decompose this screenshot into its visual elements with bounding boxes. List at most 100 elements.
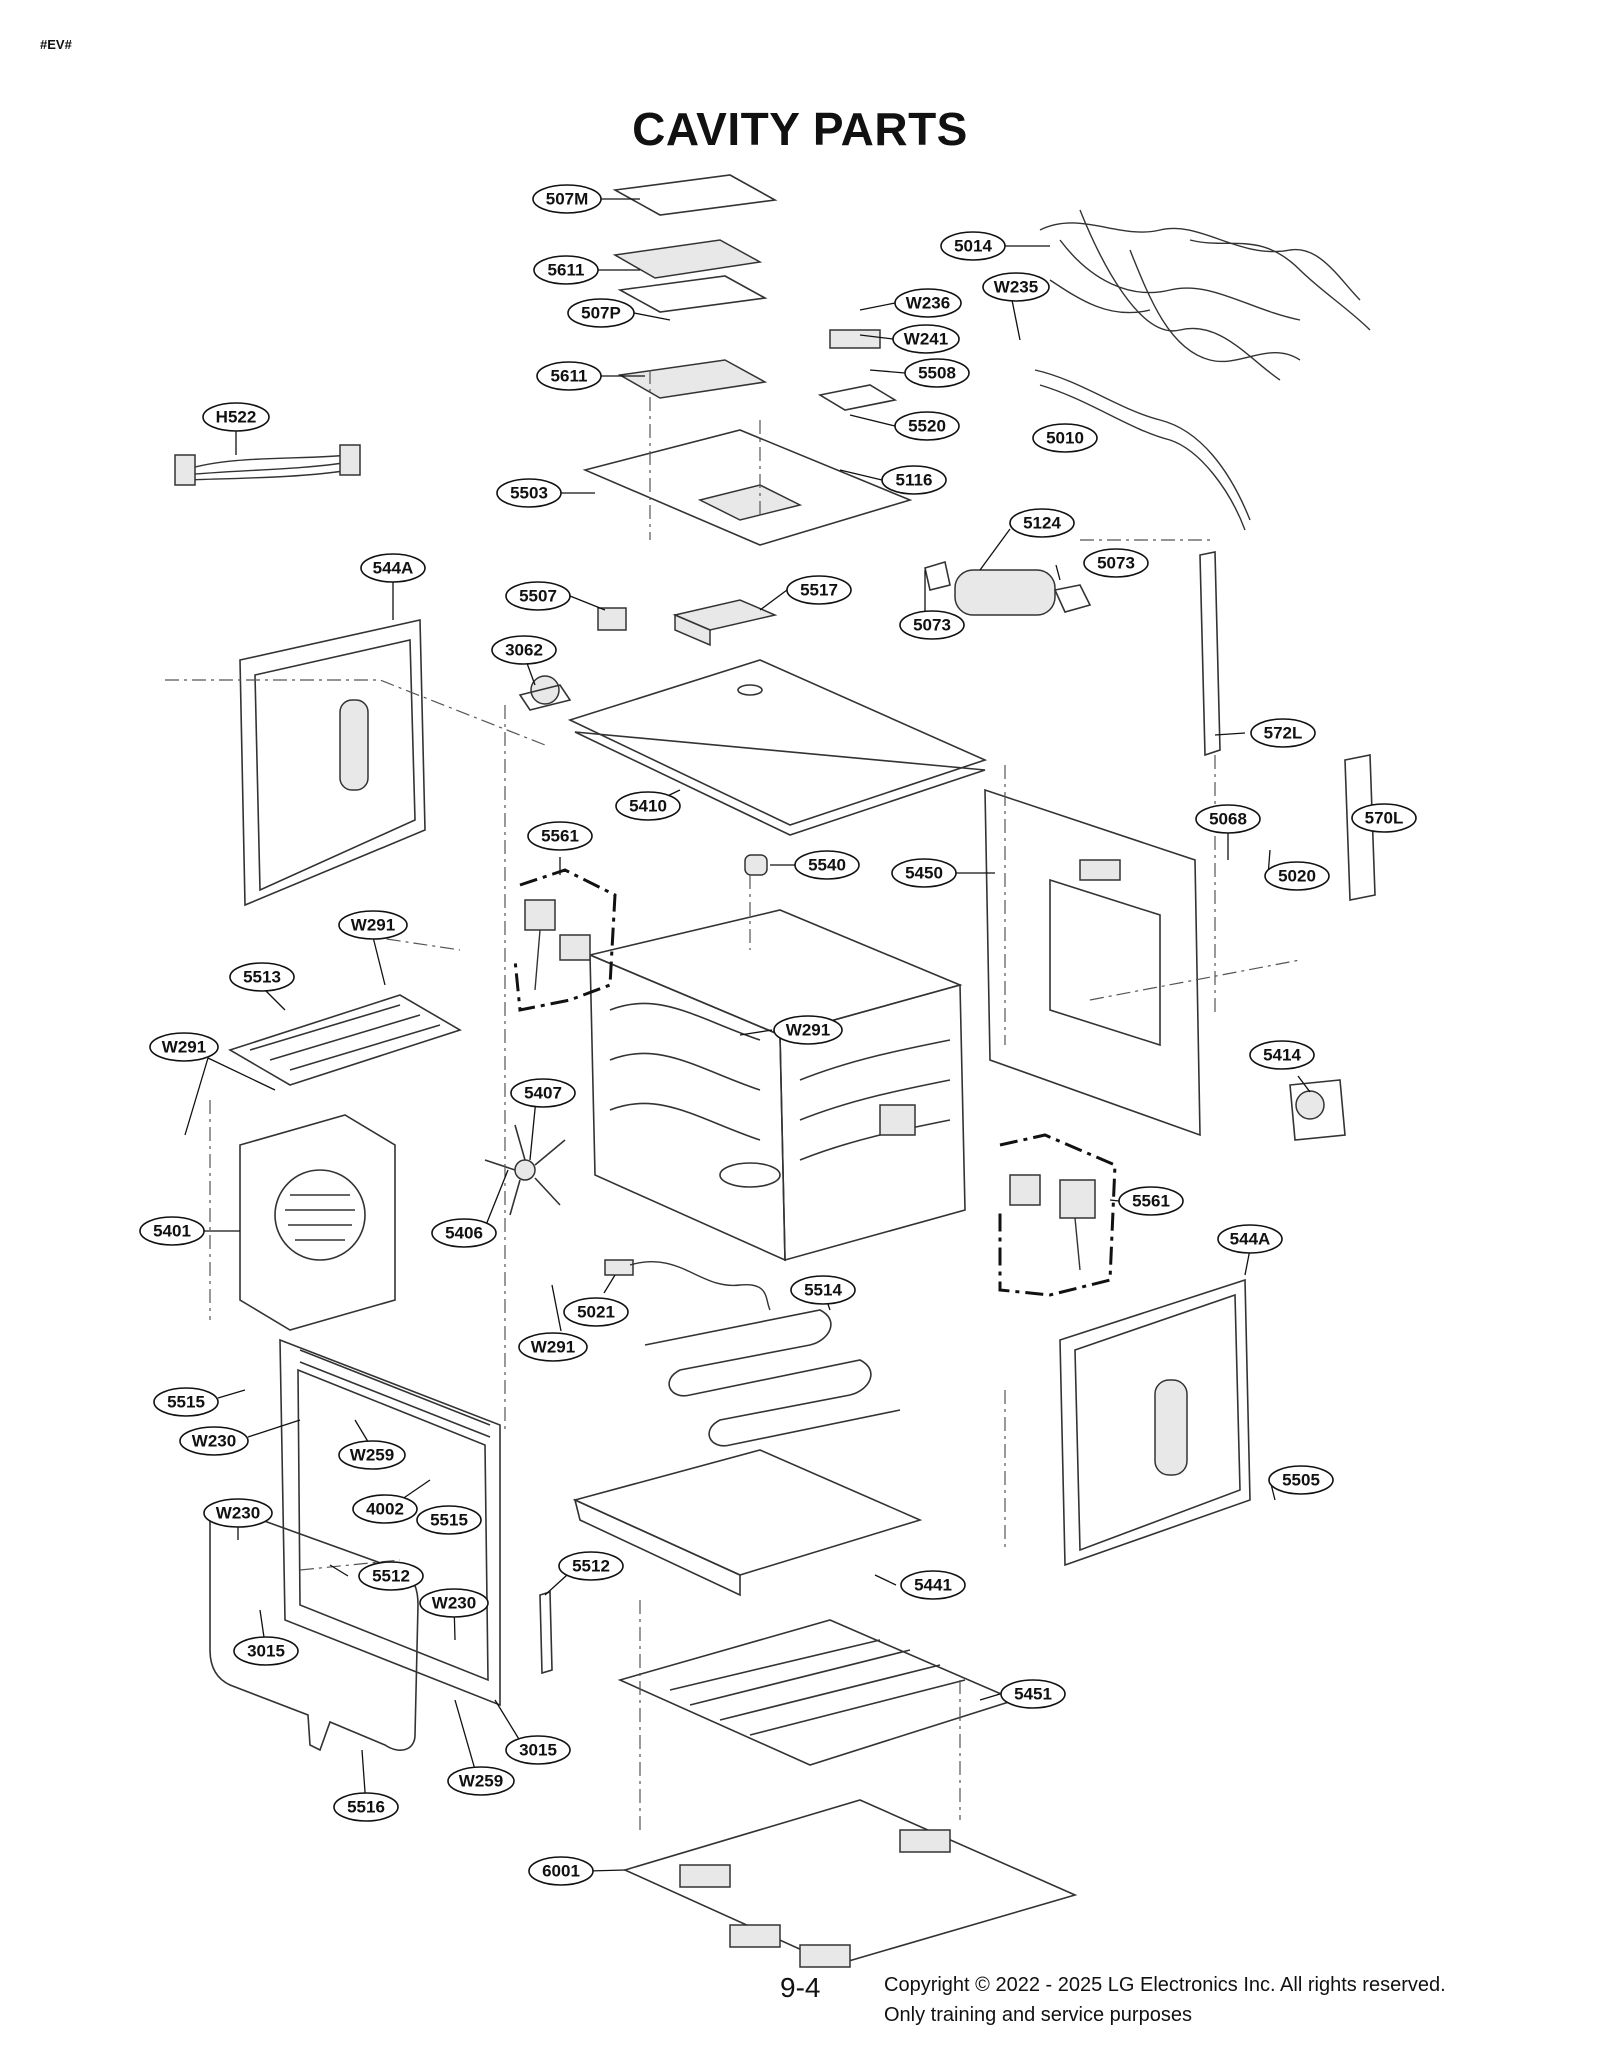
svg-text:570L: 570L [1365,809,1404,828]
callout-W291: W291 [773,1015,843,1045]
callout-5068: 5068 [1195,804,1261,834]
callout-5512: 5512 [358,1561,424,1591]
svg-text:5020: 5020 [1278,867,1316,886]
callout-5116: 5116 [881,465,947,495]
callout-3062: 3062 [491,635,557,665]
svg-text:5073: 5073 [913,616,951,635]
svg-text:544A: 544A [1230,1230,1271,1249]
callout-570L: 570L [1351,803,1417,833]
svg-text:W236: W236 [906,294,950,313]
svg-text:5073: 5073 [1097,554,1135,573]
top-bracket-5503 [582,429,913,546]
svg-text:W291: W291 [162,1038,206,1057]
callout-W259: W259 [447,1766,515,1796]
callout-W230: W230 [203,1498,273,1528]
page-number: 9-4 [780,1972,821,2003]
svg-text:5513: 5513 [243,968,281,987]
svg-text:W291: W291 [351,916,395,935]
svg-text:5515: 5515 [430,1511,468,1530]
page-title: CAVITY PARTS [632,103,968,155]
callout-3015: 3015 [233,1636,299,1666]
svg-text:5514: 5514 [804,1281,842,1300]
svg-text:W230: W230 [216,1504,260,1523]
callout-544A: 544A [360,553,426,583]
svg-text:W291: W291 [531,1338,575,1357]
callout-5401: 5401 [139,1216,205,1246]
callout-5561: 5561 [1118,1186,1184,1216]
callout-W235: W235 [982,272,1050,302]
callout-5441: 5441 [900,1570,966,1600]
guide-lines [165,370,1301,1830]
callout-507P: 507P [567,298,635,328]
svg-text:507P: 507P [581,304,621,323]
callout-5021: 5021 [563,1297,629,1327]
svg-text:4002: 4002 [366,1500,404,1519]
callout-5503: 5503 [496,478,562,508]
rear-panel-5450 [984,788,1201,1137]
callout-5014: 5014 [940,231,1006,261]
callout-5010: 5010 [1032,423,1098,453]
callout-W241: W241 [892,324,960,354]
latch-3062 [518,675,572,711]
callout-5514: 5514 [790,1275,856,1305]
callout-5516: 5516 [333,1792,399,1822]
front-frame [279,1338,501,1707]
svg-text:5441: 5441 [914,1576,952,1595]
sensor-5414 [1289,1079,1346,1141]
svg-text:5505: 5505 [1282,1471,1320,1490]
svg-text:5401: 5401 [153,1222,191,1241]
bottom-tray-5441 [572,1449,923,1597]
svg-text:6001: 6001 [542,1862,580,1881]
side-panel-544A-left [239,619,426,907]
sensor-box-5561-left [513,868,617,1012]
wiring-harness [1034,209,1371,531]
svg-text:5520: 5520 [908,417,946,436]
gasket-5516 [209,1502,419,1752]
callout-5611: 5611 [533,255,599,285]
svg-text:5540: 5540 [808,856,846,875]
callout-5406: 5406 [431,1218,497,1248]
svg-text:5014: 5014 [954,237,992,256]
callout-W291: W291 [149,1032,219,1062]
callout-5451: 5451 [1000,1679,1066,1709]
callout-4002: 4002 [352,1494,418,1524]
svg-text:5516: 5516 [347,1798,385,1817]
callout-5414: 5414 [1249,1040,1315,1070]
nozzle-5540 [744,854,768,876]
callout-5513: 5513 [229,962,295,992]
svg-text:5517: 5517 [800,581,838,600]
svg-text:5407: 5407 [524,1084,562,1103]
terminal-block [817,329,898,411]
callout-labels: 507M 5611 507P 5611 5014 W235 W236 W241 … [139,184,1417,1886]
heater-5513 [228,994,462,1086]
top-cover-plates [612,174,778,399]
callout-W291: W291 [338,910,408,940]
fan-cover-5401 [239,1114,396,1331]
duct-570L [1344,754,1376,901]
svg-text:5561: 5561 [541,827,579,846]
blower-motor-5124 [924,560,1092,616]
svg-text:5010: 5010 [1046,429,1084,448]
callout-5073: 5073 [899,610,965,640]
svg-text:W230: W230 [432,1594,476,1613]
sensor-box-5561-right [998,1133,1117,1297]
callout-W291: W291 [518,1332,588,1362]
callout-5561: 5561 [527,821,593,851]
svg-text:3015: 3015 [519,1741,557,1760]
svg-text:3015: 3015 [247,1642,285,1661]
control-box-5517 [672,599,778,647]
svg-text:5507: 5507 [519,587,557,606]
callout-5410: 5410 [615,791,681,821]
bracket-5507 [597,607,627,631]
base-plate-6001 [622,1799,1078,1968]
sensor-5021 [604,1259,771,1311]
svg-text:507M: 507M [546,190,589,209]
svg-text:5410: 5410 [629,797,667,816]
svg-text:W230: W230 [192,1432,236,1451]
svg-text:5021: 5021 [577,1303,615,1322]
callout-H522: H522 [202,402,270,432]
callout-W230: W230 [419,1588,489,1618]
svg-text:572L: 572L [1264,724,1303,743]
callout-507M: 507M [532,184,602,214]
